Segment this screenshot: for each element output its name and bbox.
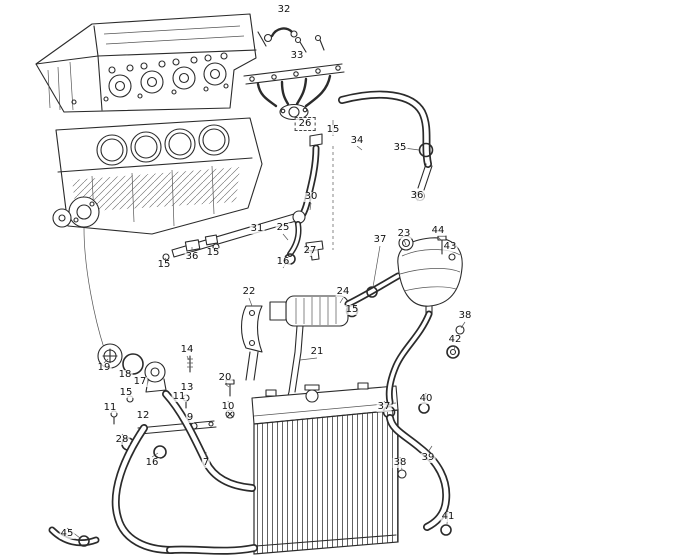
part-number-label: 45 — [59, 528, 75, 539]
part-number-label: 37 — [376, 401, 392, 412]
part-number-label: 12 — [135, 410, 151, 421]
part-number-label: 43 — [442, 241, 458, 252]
expansion-tank — [397, 235, 463, 315]
part-number-label: 41 — [440, 511, 456, 522]
left-hoses — [48, 390, 258, 555]
part-number-label: 21 — [309, 346, 325, 357]
part-number-label: 42 — [447, 334, 463, 345]
coolant-pump-assembly — [269, 221, 402, 409]
water-pipe — [162, 210, 306, 261]
part-number-label: 24 — [335, 286, 351, 297]
part-number-label: 19 — [96, 362, 112, 373]
part-number-label: 15 — [118, 387, 134, 398]
part-number-label: 34 — [349, 135, 365, 146]
part-number-label: 20 — [217, 372, 233, 383]
part-number-label: 25 — [275, 222, 291, 233]
part-number-label: 44 — [430, 225, 446, 236]
part-number-label: 9 — [185, 412, 195, 423]
radiator — [251, 382, 399, 555]
part-number-label: 7 — [201, 457, 211, 468]
part-number-label: 28 — [114, 434, 130, 445]
part-number-label: 32 — [276, 4, 292, 15]
part-number-label: 16 — [144, 457, 160, 468]
part-number-label: 36 — [184, 251, 200, 262]
part-number-label: 38 — [457, 310, 473, 321]
part-number-label: 13 — [179, 382, 195, 393]
part-number-label: 26 — [294, 117, 316, 131]
part-number-label: 15 — [325, 124, 341, 135]
part-number-label: 40 — [418, 393, 434, 404]
part-number-label: 18 — [117, 369, 133, 380]
part-number-label: 39 — [420, 452, 436, 463]
part-number-label: 15 — [344, 304, 360, 315]
part-number-label: 30 — [303, 191, 319, 202]
exhaust-manifold — [243, 63, 345, 121]
part-number-label: 36 — [409, 190, 425, 201]
part-number-label: 15 — [205, 247, 221, 258]
part-number-label: 27 — [302, 245, 318, 256]
part-number-label: 38 — [392, 457, 408, 468]
part-number-label: 31 — [249, 223, 265, 234]
part-number-label: 11 — [171, 391, 187, 402]
part-number-label: 22 — [241, 286, 257, 297]
part-number-label: 17 — [132, 376, 148, 387]
engine-block — [52, 117, 263, 349]
part-number-label: 14 — [179, 344, 195, 355]
coolant-flange-and-screws — [257, 27, 325, 53]
part-number-label: 16 — [275, 256, 291, 267]
cylinder-head — [35, 13, 257, 113]
part-number-label: 35 — [392, 142, 408, 153]
part-number-label: 11 — [102, 402, 118, 413]
part-number-label: 15 — [156, 259, 172, 270]
part-number-label: 37 — [372, 234, 388, 245]
part-number-label: 10 — [220, 401, 236, 412]
part-number-label: 33 — [289, 50, 305, 61]
part-number-label: 23 — [396, 228, 412, 239]
